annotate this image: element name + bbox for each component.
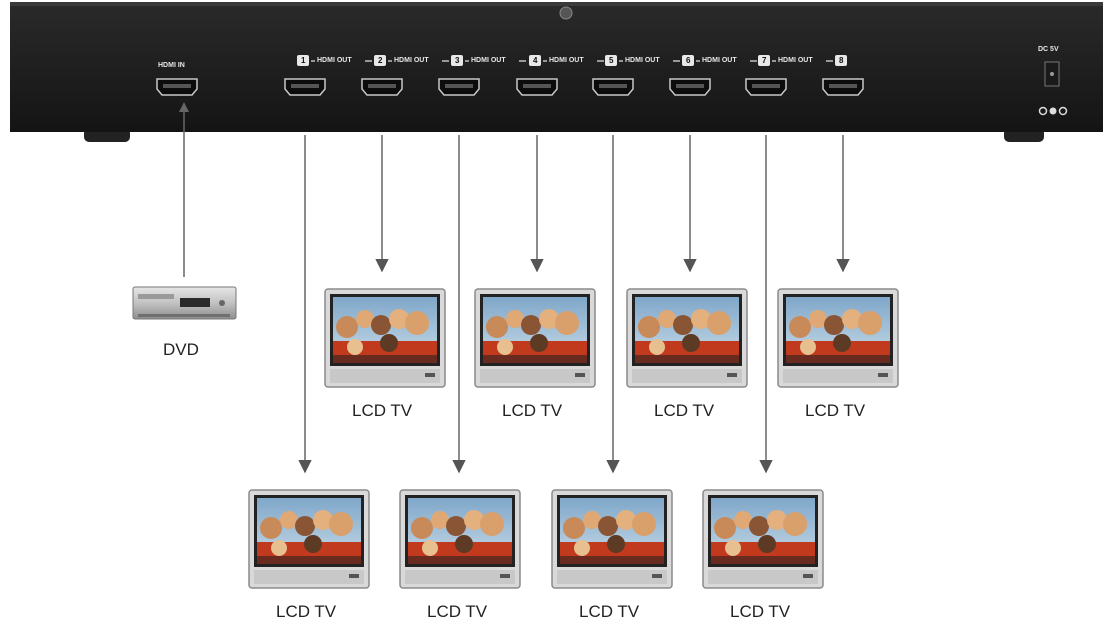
hdmi-out-port-7: [745, 78, 787, 96]
port-number-box-1: [297, 55, 309, 66]
hdmi-out-label-5: HDMI OUT: [625, 57, 660, 64]
hdmi-out-label-1: HDMI OUT: [317, 57, 352, 64]
tv-label-1: LCD TV: [276, 602, 337, 621]
lcd-tv-icon: [702, 489, 824, 589]
port-number-box-4: [529, 55, 541, 66]
hdmi-out-label-7: HDMI OUT: [778, 57, 813, 64]
port-number-box-6: [682, 55, 694, 66]
splitter-panel: [10, 2, 1103, 132]
lcd-tv-icon: [551, 489, 673, 589]
dvd-player-icon: [132, 286, 237, 320]
port-number-box-5: [605, 55, 617, 66]
port-number-4: 4: [533, 56, 538, 65]
port-number-box-7: [758, 55, 770, 66]
hdmi-out-label-4: HDMI OUT: [549, 57, 584, 64]
port-number-5: 5: [609, 56, 614, 65]
lcd-tv-icon: [324, 288, 446, 388]
hdmi-in-label: HDMI IN: [158, 62, 185, 69]
port-number-7: 7: [762, 56, 767, 65]
tv-label-8: LCD TV: [805, 401, 866, 420]
hdmi-in-port: [156, 78, 198, 96]
hdmi-out-label-2: HDMI OUT: [394, 57, 429, 64]
hdmi-out-port-1: [284, 78, 326, 96]
hdmi-out-port-2: [361, 78, 403, 96]
tv-label-4: LCD TV: [502, 401, 563, 420]
tv-label-2: LCD TV: [352, 401, 413, 420]
dvd-label: DVD: [163, 340, 199, 359]
port-number-1: 1: [301, 56, 306, 65]
lcd-tv-icon: [777, 288, 899, 388]
hdmi-out-port-6: [669, 78, 711, 96]
hdmi-out-label-6: HDMI OUT: [702, 57, 737, 64]
port-number-6: 6: [686, 56, 691, 65]
tv-label-3: LCD TV: [427, 602, 488, 621]
port-number-box-2: [374, 55, 386, 66]
lcd-tv-icon: [248, 489, 370, 589]
port-number-box-3: [451, 55, 463, 66]
port-number-3: 3: [455, 56, 460, 65]
power-led-icon: [1050, 72, 1054, 76]
lcd-tv-icon: [399, 489, 521, 589]
power-label: DC 5V: [1038, 46, 1059, 53]
lcd-tv-icon: [626, 288, 748, 388]
splitter-top-edge: [10, 2, 1103, 6]
hdmi-out-port-8: [822, 78, 864, 96]
splitter-device: [10, 2, 1103, 142]
hdmi-out-label-3: HDMI OUT: [471, 57, 506, 64]
port-number-2: 2: [378, 56, 383, 65]
display-group: [248, 288, 899, 589]
connection-arrows: [179, 102, 850, 474]
lcd-tv-icon: [474, 288, 596, 388]
input-arrow-icon: [179, 102, 189, 112]
polarity-icon: [1038, 106, 1068, 116]
port-number-8: 8: [839, 56, 844, 65]
screw-icon: [559, 6, 573, 20]
tv-label-6: LCD TV: [654, 401, 715, 420]
tv-label-7: LCD TV: [730, 602, 791, 621]
tv-label-5: LCD TV: [579, 602, 640, 621]
port-number-box-8: [835, 55, 847, 66]
hdmi-out-port-3: [438, 78, 480, 96]
hdmi-out-port-4: [516, 78, 558, 96]
hdmi-out-port-5: [592, 78, 634, 96]
